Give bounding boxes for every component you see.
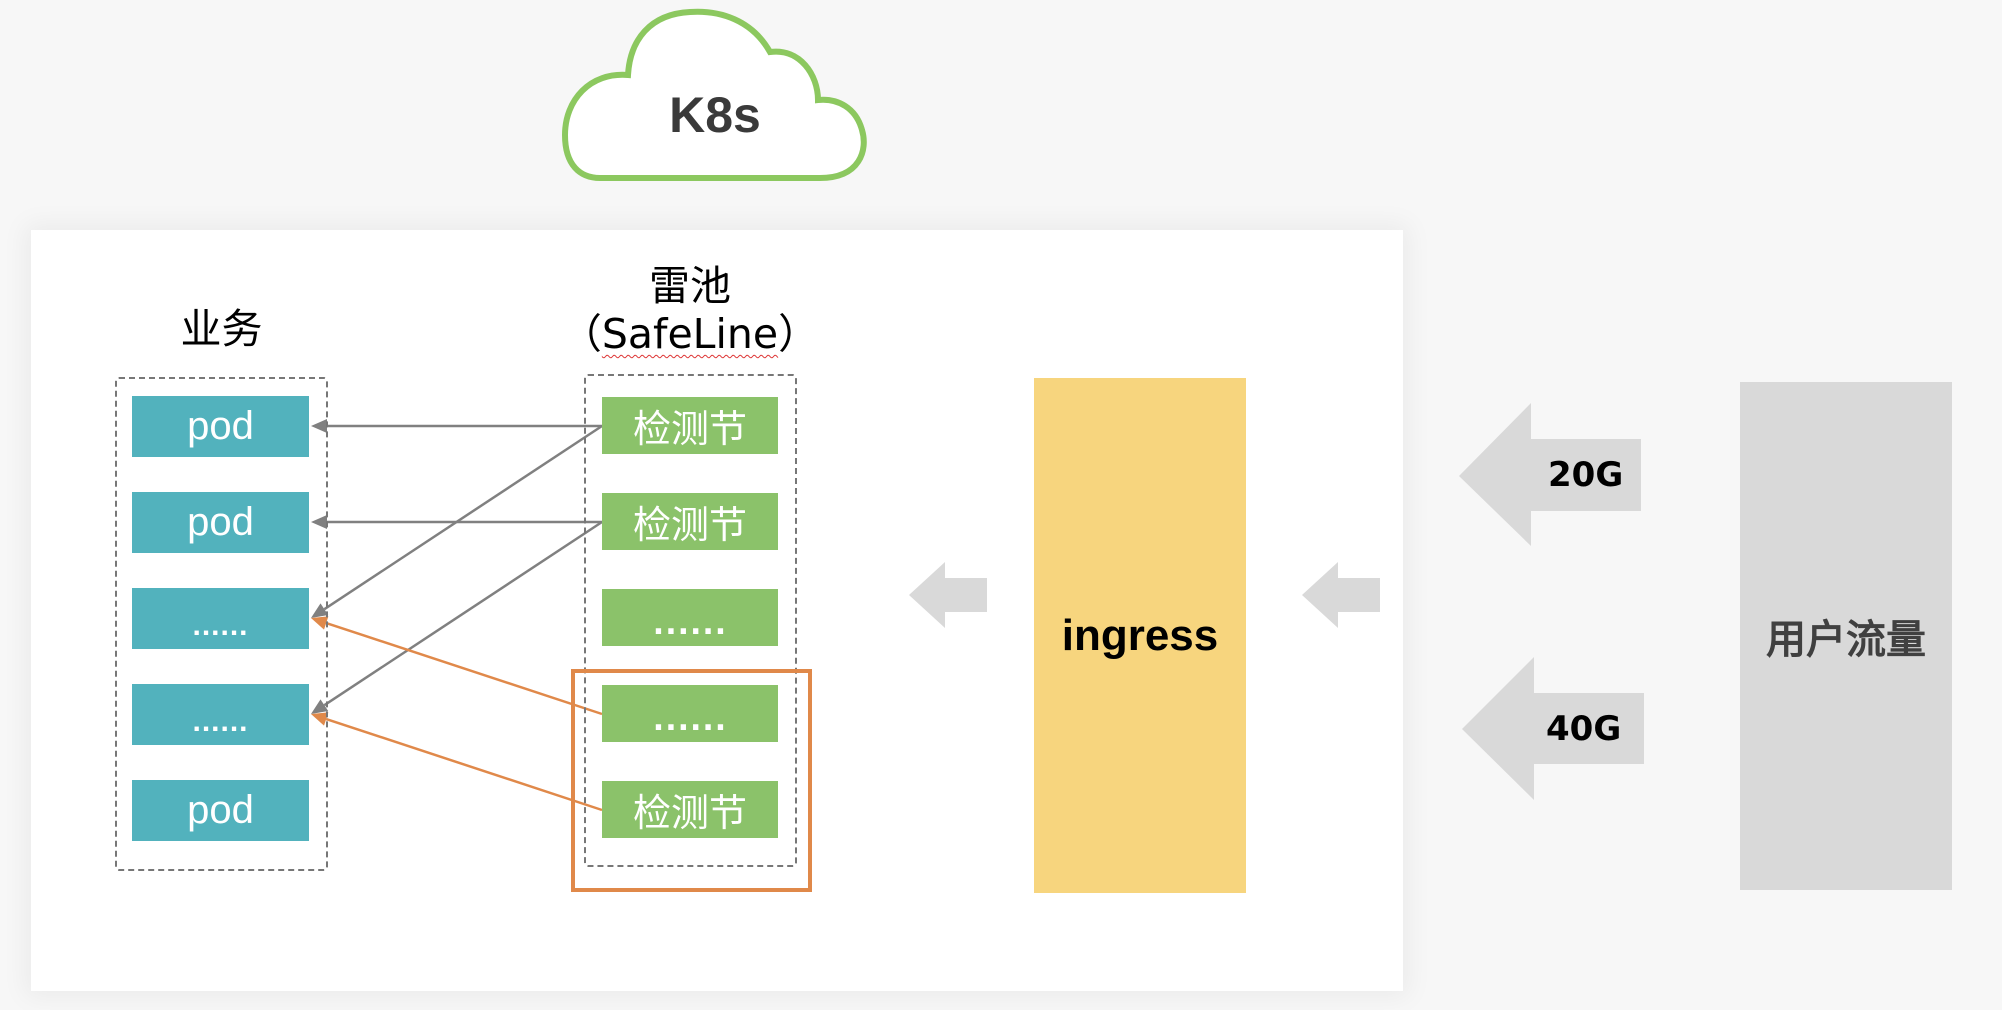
connection-line [323, 424, 603, 611]
pod-1[interactable]: pod [132, 396, 309, 457]
safeline-title-cn: 雷池 [649, 262, 731, 310]
connection-arrowhead [311, 603, 329, 618]
connection-arrowhead [311, 712, 329, 726]
flow-arrow-to-ingress [1302, 562, 1380, 628]
detection-node-2[interactable]: 检测节 [602, 493, 778, 550]
safeline-title-en: （SafeLine） [560, 310, 820, 358]
traffic-arrow-20g [1459, 403, 1641, 546]
detection-node-ellipsis-2[interactable]: ...... [602, 685, 778, 742]
connection-arrowhead [311, 616, 329, 630]
connection-arrowhead [311, 515, 327, 529]
pod-ellipsis-1[interactable]: ...... [132, 588, 309, 649]
traffic-label-40g: 40G [1546, 709, 1622, 749]
business-title: 业务 [180, 305, 263, 353]
paren-close: ） [778, 310, 820, 358]
business-group [115, 377, 328, 871]
connection-line [323, 520, 603, 707]
connection-line [325, 717, 603, 812]
ingress-box[interactable]: ingress [1034, 378, 1246, 893]
pod-ellipsis-2[interactable]: ...... [132, 684, 309, 745]
user-traffic-box[interactable]: 用户流量 [1740, 382, 1952, 890]
connection-arrowhead [311, 699, 329, 714]
safeline-name: SafeLine [601, 310, 779, 358]
pod-2[interactable]: pod [132, 492, 309, 553]
connection-line [325, 621, 603, 716]
traffic-label-20g: 20G [1548, 455, 1624, 495]
safeline-group [584, 374, 797, 867]
traffic-arrow-40g [1462, 657, 1644, 800]
pod-3[interactable]: pod [132, 780, 309, 841]
connection-arrowhead [311, 419, 327, 433]
detection-node-3[interactable]: 检测节 [602, 781, 778, 838]
k8s-label: K8s [669, 87, 761, 143]
detection-node-1[interactable]: 检测节 [602, 397, 778, 454]
cloud-icon [561, 8, 867, 181]
paren-open: （ [560, 310, 602, 358]
detection-node-ellipsis-1[interactable]: ...... [602, 589, 778, 646]
highlight-box [571, 669, 812, 892]
flow-arrow-to-safeline [909, 562, 987, 628]
